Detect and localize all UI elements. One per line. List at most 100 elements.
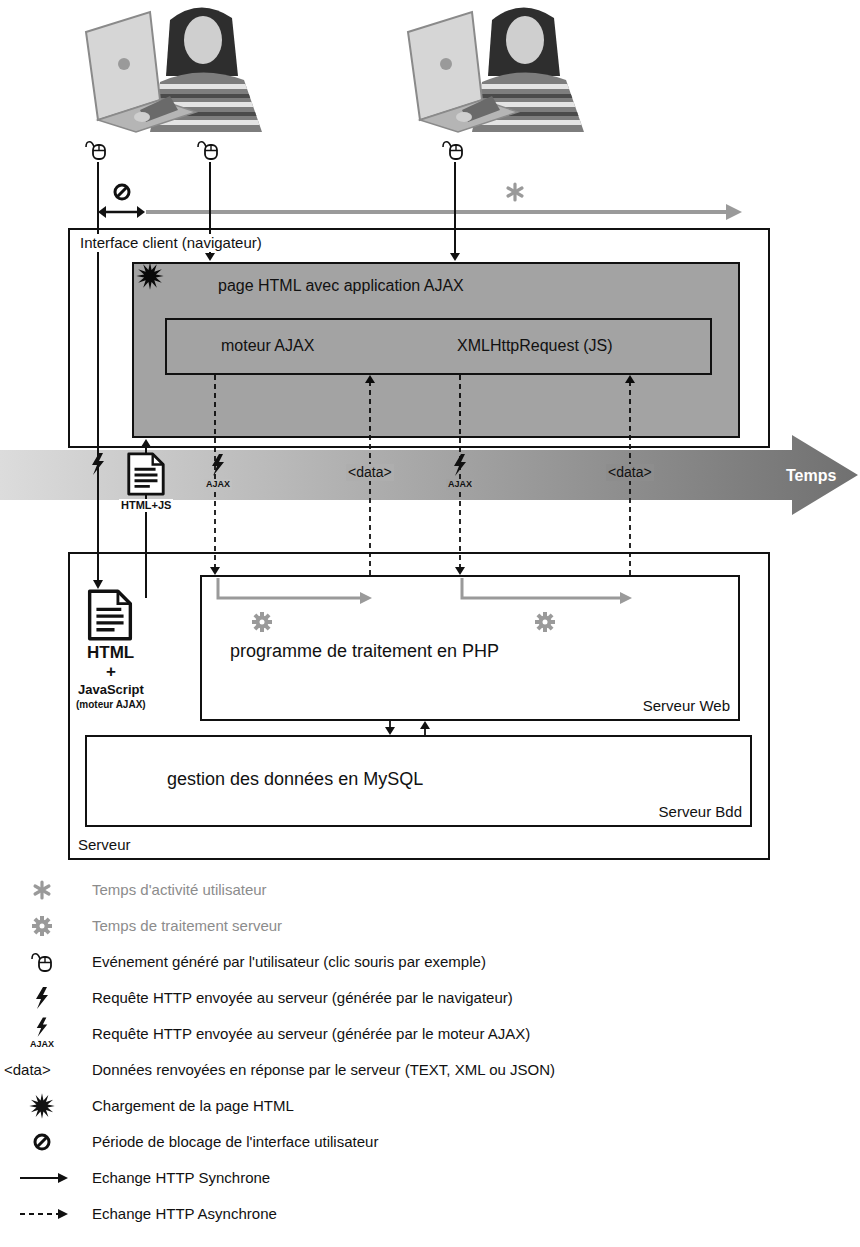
activity-icon bbox=[508, 184, 522, 200]
activity-arrows bbox=[98, 204, 742, 220]
text-holder: Serveur Bdd bbox=[659, 803, 742, 821]
text-holder: AJAX bbox=[446, 479, 474, 490]
text-holder: Temps d'activité utilisateur bbox=[92, 881, 267, 899]
annotation-label: AJAX bbox=[30, 1039, 54, 1050]
node-text: gestion des données en MySQL bbox=[167, 769, 423, 791]
text-holder: Evénement généré par l'utilisateur (clic… bbox=[92, 953, 486, 971]
text-holder: Données renvoyées en réponse par le serv… bbox=[92, 1061, 555, 1079]
gear-icon bbox=[535, 612, 555, 632]
text-holder: moteur AJAX bbox=[221, 336, 314, 355]
legend-text: Chargement de la page HTML bbox=[92, 1097, 294, 1115]
arrowhead bbox=[385, 727, 395, 735]
text-holder: gestion des données en MySQL bbox=[167, 769, 423, 791]
node-text: Serveur Web bbox=[643, 697, 730, 715]
edge-label: <data> bbox=[346, 464, 394, 481]
node-text: XMLHttpRequest (JS) bbox=[457, 336, 613, 355]
blocking-icon bbox=[115, 185, 129, 199]
legend-sample bbox=[32, 916, 52, 936]
ajax-engine-box: moteur AJAX XMLHttpRequest (JS) bbox=[165, 318, 712, 375]
legend-sample bbox=[35, 1135, 49, 1149]
connector-line bbox=[424, 728, 426, 735]
text-holder: + bbox=[106, 662, 116, 682]
legend-text: Evénement généré par l'utilisateur (clic… bbox=[92, 953, 486, 971]
gear-icon bbox=[252, 612, 272, 632]
web-server-box: programme de traitement en PHP Serveur We… bbox=[200, 575, 740, 721]
client-box: Interface client (navigateur) page HTML a… bbox=[68, 228, 770, 448]
annotation-label: + bbox=[106, 662, 116, 682]
legend-text: Echange HTTP Asynchrone bbox=[92, 1205, 277, 1223]
node-text: Serveur bbox=[78, 836, 131, 854]
legend-text: Echange HTTP Synchrone bbox=[92, 1169, 270, 1187]
mouse-icon bbox=[198, 142, 217, 159]
text-holder: XMLHttpRequest (JS) bbox=[457, 336, 613, 355]
server-box: Serveur programme de traitement en PHP Ser… bbox=[68, 552, 770, 860]
legend-text: Temps d'activité utilisateur bbox=[92, 881, 267, 899]
edge-label: <data> bbox=[606, 464, 654, 481]
text-holder: Chargement de la page HTML bbox=[92, 1097, 294, 1115]
node-text: page HTML avec application AJAX bbox=[218, 276, 464, 295]
document-icon bbox=[90, 591, 131, 638]
legend-text: Temps de traitement serveur bbox=[92, 917, 282, 935]
text-holder: Temps de traitement serveur bbox=[92, 917, 282, 935]
legend-sample bbox=[37, 1017, 48, 1036]
text-holder: Echange HTTP Asynchrone bbox=[92, 1205, 277, 1223]
annotation-label: HTML bbox=[87, 643, 134, 663]
text-holder: AJAX bbox=[30, 1039, 54, 1050]
processing-arrows bbox=[218, 578, 632, 604]
text-holder: Période de blocage de l'interface utilis… bbox=[92, 1133, 378, 1151]
annotation-label: (moteur AJAX) bbox=[76, 699, 146, 711]
document-icon bbox=[129, 454, 163, 494]
user-figure bbox=[86, 7, 270, 132]
legend-sample bbox=[20, 1173, 68, 1219]
text-holder: HTML bbox=[87, 643, 134, 663]
text-holder: Temps bbox=[786, 466, 836, 485]
ajax-request-icon bbox=[212, 454, 224, 476]
annotation-label: Temps bbox=[786, 466, 836, 485]
legend-text: Données renvoyées en réponse par le serv… bbox=[92, 1061, 555, 1079]
text-holder: Interface client (navigateur) bbox=[78, 234, 264, 252]
mouse-icon bbox=[86, 142, 105, 159]
text-holder: (moteur AJAX) bbox=[76, 699, 146, 711]
text-holder: <data> bbox=[346, 464, 394, 481]
text-holder: <data> bbox=[4, 1061, 51, 1079]
text-holder: HTML+JS bbox=[119, 499, 173, 512]
legend-text: Requête HTTP envoyée au serveur (générée… bbox=[92, 989, 513, 1007]
text-holder: programme de traitement en PHP bbox=[230, 641, 499, 663]
annotation-label: AJAX bbox=[446, 479, 474, 490]
text-holder: Requête HTTP envoyée au serveur (générée… bbox=[92, 1025, 530, 1043]
annotation-label: HTML+JS bbox=[119, 499, 173, 512]
node-text: Interface client (navigateur) bbox=[78, 234, 264, 252]
legend-sample bbox=[36, 987, 48, 1009]
arrowhead bbox=[420, 721, 430, 729]
text-holder: AJAX bbox=[204, 479, 232, 490]
legend-sample bbox=[29, 1093, 54, 1118]
connector-line bbox=[389, 721, 391, 728]
legend-sample bbox=[32, 954, 51, 971]
text-holder: page HTML avec application AJAX bbox=[218, 276, 464, 295]
mouse-icon bbox=[443, 142, 462, 159]
connector bbox=[420, 721, 430, 735]
database-box: gestion des données en MySQL Serveur Bdd bbox=[85, 735, 752, 827]
legend-text: Période de blocage de l'interface utilis… bbox=[92, 1133, 378, 1151]
arrowhead bbox=[210, 567, 220, 575]
node-text: Serveur Bdd bbox=[659, 803, 742, 821]
text-holder: Serveur Web bbox=[643, 697, 730, 715]
text-holder: Echange HTTP Synchrone bbox=[92, 1169, 270, 1187]
legend-text: Requête HTTP envoyée au serveur (générée… bbox=[92, 1025, 530, 1043]
node-text: programme de traitement en PHP bbox=[230, 641, 499, 663]
node-text: moteur AJAX bbox=[221, 336, 314, 355]
connector bbox=[385, 721, 395, 735]
annotation-label: AJAX bbox=[204, 479, 232, 490]
user-figure bbox=[408, 7, 592, 132]
text-holder: Serveur bbox=[78, 836, 131, 854]
text-holder: <data> bbox=[606, 464, 654, 481]
annotation-label: <data> bbox=[4, 1061, 51, 1079]
text-holder: JavaScript bbox=[78, 682, 144, 698]
html-page-box: page HTML avec application AJAX moteur AJ… bbox=[132, 262, 740, 438]
arrowhead bbox=[455, 567, 465, 575]
text-holder: Requête HTTP envoyée au serveur (générée… bbox=[92, 989, 513, 1007]
http-request-icon bbox=[92, 453, 104, 475]
